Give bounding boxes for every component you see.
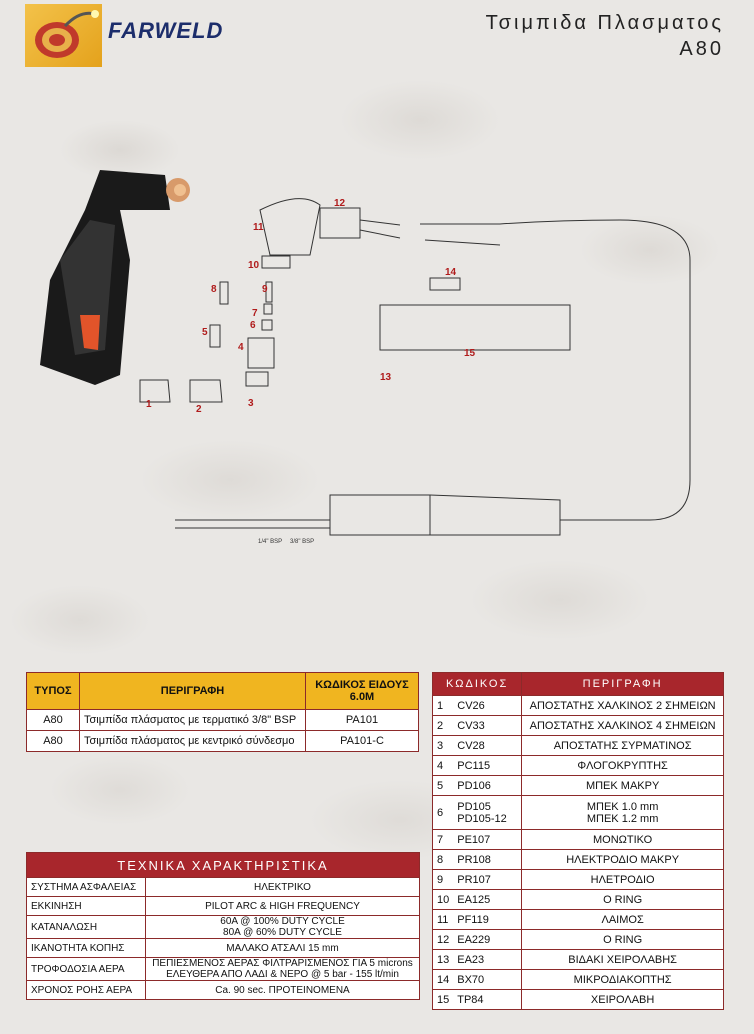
part-label-1: 1 bbox=[146, 399, 152, 410]
header: FARWELD Τσιμπιδα Πλασματος A80 bbox=[0, 0, 754, 72]
tech-table: ΤΕΧΝΙΚΑ ΧΑΡΑΚΤΗΡΙΣΤΙΚΑ ΣΥΣΤΗΜΑ ΑΣΦΑΛΕΙΑΣ… bbox=[26, 852, 420, 1000]
models-table: ΤΥΠΟΣ ΠΕΡΙΓΡΑΦΗ ΚΩΔΙΚΟΣ ΕΙΔΟΥΣ 6.0M A80 … bbox=[26, 672, 419, 752]
page-title: Τσιμπιδα Πλασματος bbox=[485, 12, 724, 34]
part-label-3: 3 bbox=[248, 398, 254, 409]
torch-photo bbox=[40, 170, 190, 385]
models-header-type: ΤΥΠΟΣ bbox=[26, 672, 80, 710]
exploded-parts bbox=[139, 198, 691, 536]
logo-image bbox=[25, 4, 102, 67]
part-label-11: 11 bbox=[253, 222, 264, 233]
torch-illustration: 1 2 3 4 5 6 7 8 9 10 11 12 13 14 15 1/4"… bbox=[0, 150, 754, 560]
table-row: A80 Τσιμπίδα πλάσματος με τερματικό 3/8"… bbox=[26, 709, 419, 731]
part-label-14: 14 bbox=[445, 267, 457, 278]
part-label-13: 13 bbox=[380, 372, 392, 383]
table-row: A80 Τσιμπίδα πλάσματος με κεντρικό σύνδε… bbox=[26, 730, 419, 752]
part-label-5: 5 bbox=[202, 327, 208, 338]
part-label-10: 10 bbox=[248, 260, 260, 271]
models-header-code: ΚΩΔΙΚΟΣ ΕΙΔΟΥΣ 6.0M bbox=[305, 672, 419, 710]
fitting-label-a: 1/4" BSP bbox=[258, 539, 282, 545]
part-label-2: 2 bbox=[196, 404, 202, 415]
part-label-7: 7 bbox=[252, 308, 258, 319]
part-label-12: 12 bbox=[334, 198, 346, 209]
part-label-6: 6 bbox=[250, 320, 256, 331]
tech-title: ΤΕΧΝΙΚΑ ΧΑΡΑΚΤΗΡΙΣΤΙΚΑ bbox=[26, 852, 420, 878]
part-label-15: 15 bbox=[464, 348, 476, 359]
part-label-9: 9 bbox=[262, 284, 268, 295]
fitting-label-b: 3/8" BSP bbox=[290, 539, 314, 545]
brand-logo: FARWELD bbox=[108, 18, 224, 43]
parts-header-desc: ΠΕΡΙΓΡΑΦΗ bbox=[521, 672, 724, 696]
models-header-desc: ΠΕΡΙΓΡΑΦΗ bbox=[79, 672, 306, 710]
model-title: A80 bbox=[679, 38, 724, 60]
part-label-4: 4 bbox=[238, 342, 244, 353]
part-label-8: 8 bbox=[211, 284, 217, 295]
parts-header-code: ΚΩΔΙΚΟΣ bbox=[431, 672, 523, 696]
